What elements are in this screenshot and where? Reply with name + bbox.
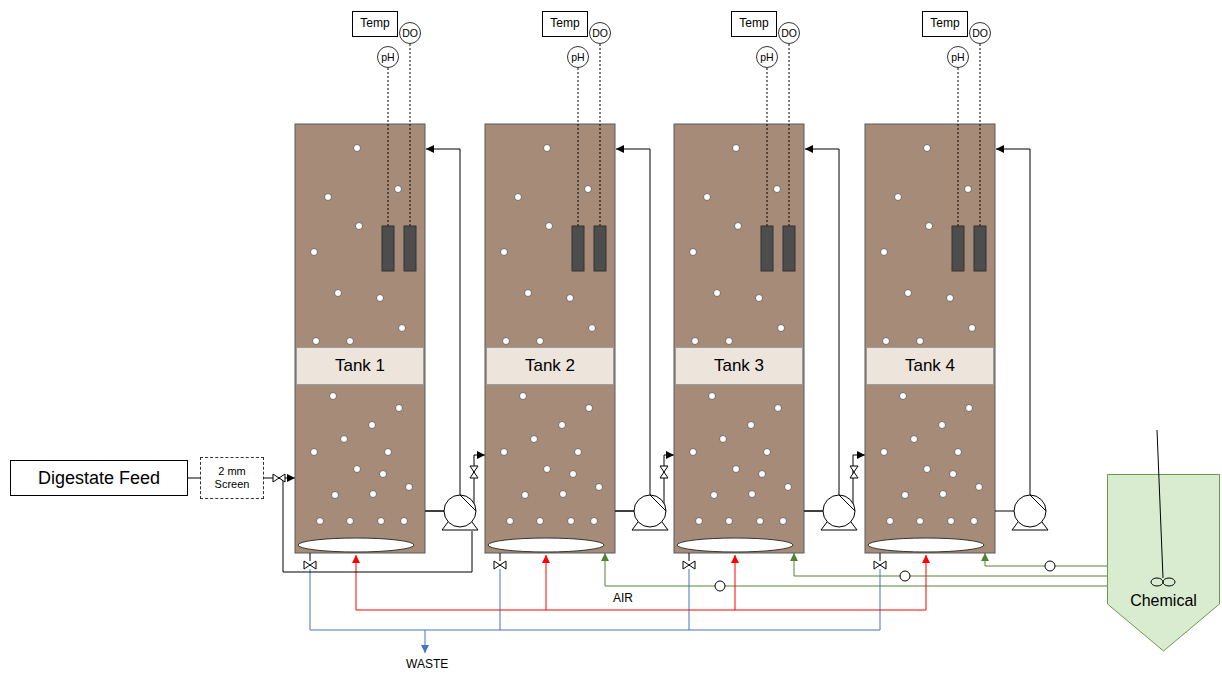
signal-line (767, 68, 768, 124)
signal-line (980, 44, 981, 124)
temp-box: Temp (922, 11, 968, 37)
signal-line (600, 44, 601, 124)
node-text: Temp (550, 17, 579, 31)
do-sensor: DO (399, 22, 421, 44)
waste-header (310, 630, 880, 631)
tank-unit (295, 124, 478, 630)
tank-label-band: Tank 4 (866, 347, 994, 385)
transfer-valve (660, 466, 668, 478)
node-text: pH (381, 51, 394, 63)
temp-box: Temp (731, 11, 777, 37)
tank: Tank 2 (485, 124, 615, 553)
chemical-tank-outline (1107, 474, 1220, 652)
screen-box: 2 mm Screen (200, 457, 264, 499)
node-text: 2 mm Screen (204, 465, 260, 490)
waste-outlet (425, 630, 426, 653)
air-header (356, 610, 926, 611)
bypass-line (283, 478, 472, 572)
dosing-line (605, 553, 1107, 586)
tank-label-band: Tank 1 (296, 347, 424, 385)
node-text: DO (592, 27, 608, 39)
node-text: pH (571, 51, 584, 63)
tank-unit (865, 124, 1048, 630)
do-sensor: DO (969, 22, 991, 44)
node-text: Tank 4 (905, 356, 955, 376)
air-label: AIR (613, 591, 633, 605)
transfer-valve (470, 466, 478, 478)
agitator-shaft (1157, 430, 1163, 578)
ph-sensor: pH (947, 46, 969, 68)
ph-sensor: pH (377, 46, 399, 68)
dosing-pump (1045, 561, 1055, 571)
tank-label-band: Tank 2 (486, 347, 614, 385)
signal-line (958, 68, 959, 124)
node-text: Digestate Feed (38, 468, 160, 489)
temp-box: Temp (542, 11, 588, 37)
agitator-impeller (1163, 578, 1175, 586)
dosing-pump (715, 581, 725, 591)
node-text: Tank 2 (525, 356, 575, 376)
node-text: pH (760, 51, 773, 63)
node-text: Temp (360, 17, 389, 31)
agitator-impeller (1151, 578, 1163, 586)
chemical-label-holder: Chemical (1107, 592, 1220, 610)
signal-line (388, 68, 389, 124)
chemical-tank: Chemical (1107, 474, 1220, 652)
do-sensor: DO (778, 22, 800, 44)
ph-sensor: pH (567, 46, 589, 68)
ph-sensor: pH (756, 46, 778, 68)
node-text: pH (951, 51, 964, 63)
node-text: Tank 3 (714, 356, 764, 376)
signal-line (789, 44, 790, 124)
dosing-pump (900, 571, 910, 581)
tank: Tank 4 (865, 124, 995, 553)
process-line (188, 478, 200, 479)
tank: Tank 1 (295, 124, 425, 553)
dosing-line (794, 553, 1107, 576)
node-text: DO (972, 27, 988, 39)
node-text: Temp (930, 17, 959, 31)
node-text: Chemical (1107, 592, 1220, 610)
tank-label-band: Tank 3 (675, 347, 803, 385)
tank: Tank 3 (674, 124, 804, 553)
node-text: Temp (739, 17, 768, 31)
temp-box: Temp (352, 11, 398, 37)
waste-label: WASTE (406, 657, 448, 671)
tank-unit (485, 124, 668, 630)
node-text: DO (402, 27, 418, 39)
transfer-valve (850, 466, 858, 478)
signal-line (410, 44, 411, 124)
feed-valve (273, 474, 285, 482)
do-sensor: DO (589, 22, 611, 44)
feed-box: Digestate Feed (10, 460, 188, 496)
node-text: DO (781, 27, 797, 39)
signal-line (578, 68, 579, 124)
node-text: Tank 1 (335, 356, 385, 376)
tank-unit (674, 124, 857, 630)
